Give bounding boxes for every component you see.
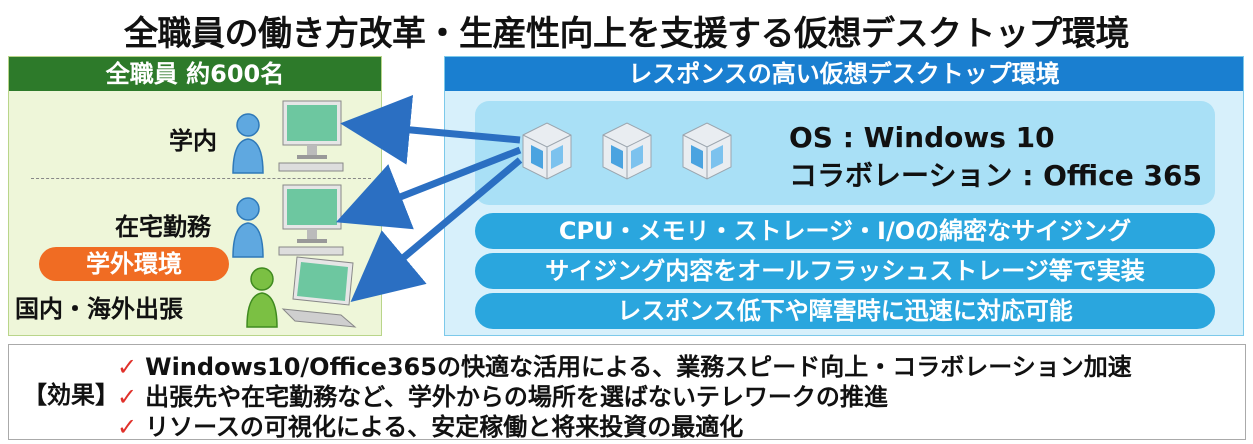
staff-panel-header: 全職員 約600名 (9, 57, 381, 91)
arrow-to-travel (350, 157, 523, 302)
effect-item: ✓リソースの可視化による、安定稼働と将来投資の最適化 (117, 407, 743, 442)
check-icon: ✓ (117, 353, 138, 381)
effects-box: 【効果】 ✓Windows10/Office365の快適な活用による、業務スピー… (8, 344, 1246, 442)
os-info-box: OS : Windows 10 コラボレーション : Office 365 (475, 101, 1215, 205)
server-icon (602, 122, 652, 180)
effects-label: 【効果】 (23, 381, 119, 409)
person-icon (232, 113, 264, 174)
check-icon: ✓ (117, 383, 138, 411)
staff-panel: 全職員 約600名 学内 在宅勤務 学外環境 国内・海外出張 (8, 56, 382, 336)
server-icon (522, 122, 572, 180)
feature-pill: レスポンス低下や障害時に迅速に対応可能 (475, 293, 1215, 329)
os-line: OS : Windows 10 (789, 121, 1055, 154)
arrow-to-home (335, 146, 522, 230)
effect-item: ✓出張先や在宅勤務など、学外からの場所を選ばないテレワークの推進 (117, 377, 888, 412)
user-label-campus: 学内 (169, 127, 217, 155)
os-spec-text: OS : Windows 10 コラボレーション : Office 365 (789, 119, 1202, 195)
user-label-remote: 在宅勤務 (115, 213, 211, 241)
user-label-travel: 国内・海外出張 (15, 295, 183, 323)
effect-text: リソースの可視化による、安定稼働と将来投資の最適化 (145, 413, 744, 441)
effect-item: ✓Windows10/Office365の快適な活用による、業務スピード向上・コ… (117, 347, 1132, 382)
check-icon: ✓ (117, 413, 138, 441)
vdi-panel-header: レスポンスの高い仮想デスクトップ環境 (445, 57, 1243, 91)
offcampus-badge: 学外環境 (39, 247, 229, 281)
collab-line: コラボレーション : Office 365 (789, 159, 1202, 192)
effect-text: 出張先や在宅勤務など、学外からの場所を選ばないテレワークの推進 (145, 383, 888, 411)
desktop-pc-icon (278, 100, 344, 172)
page-title: 全職員の働き方改革・生産性向上を支援する仮想デスクトップ環境 (124, 14, 1130, 54)
server-icon (682, 122, 732, 180)
desktop-pc-icon (278, 184, 344, 256)
person-icon (246, 267, 278, 328)
feature-pill: CPU・メモリ・ストレージ・I/Oの綿密なサイジング (475, 213, 1215, 249)
feature-pill: サイジング内容をオールフラッシュストレージ等で実装 (475, 253, 1215, 289)
laptop-icon (281, 256, 357, 328)
person-icon (232, 197, 264, 258)
arrow-to-campus (340, 94, 521, 165)
vdi-panel: レスポンスの高い仮想デスクトップ環境 OS : Windows 10 コラボレー… (444, 56, 1244, 336)
effect-text: Windows10/Office365の快適な活用による、業務スピード向上・コラ… (145, 353, 1132, 381)
divider (31, 178, 371, 179)
